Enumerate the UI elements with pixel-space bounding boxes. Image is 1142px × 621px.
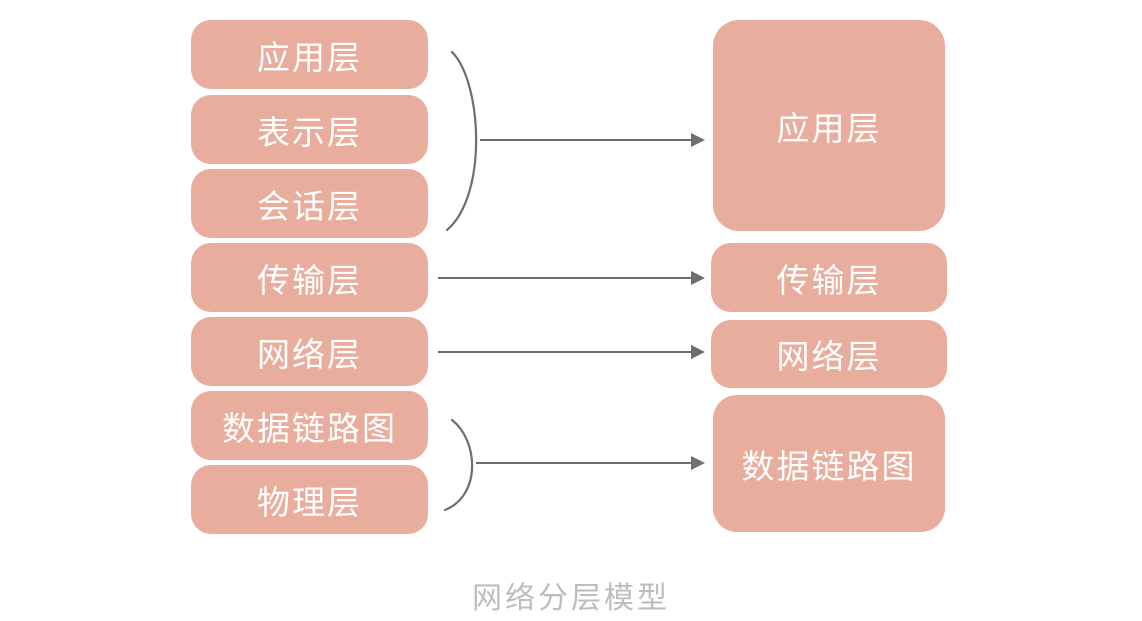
left-layer-session: 会话层 <box>191 169 428 238</box>
left-layer-application: 应用层 <box>191 20 428 89</box>
brace-bottom-two <box>443 418 474 512</box>
brace-top-three <box>445 50 478 232</box>
right-layer-network: 网络层 <box>711 320 947 388</box>
right-layer-label: 传输层 <box>776 260 882 300</box>
right-layer-application: 应用层 <box>713 20 945 231</box>
left-layer-label: 物理层 <box>257 482 362 522</box>
left-layer-label: 数据链路图 <box>222 408 397 448</box>
left-layer-transport: 传输层 <box>191 243 428 312</box>
left-layer-presentation: 表示层 <box>191 95 428 164</box>
left-layer-label: 表示层 <box>257 112 362 152</box>
left-layer-label: 传输层 <box>257 260 362 300</box>
right-layer-label: 应用层 <box>776 108 882 148</box>
left-layer-datalink: 数据链路图 <box>191 391 428 460</box>
left-layer-label: 会话层 <box>257 186 362 226</box>
right-layer-label: 数据链路图 <box>741 446 917 486</box>
right-layer-label: 网络层 <box>776 337 882 376</box>
right-layer-datalink: 数据链路图 <box>713 395 945 532</box>
diagram-caption: 网络分层模型 <box>472 581 670 616</box>
left-layer-label: 应用层 <box>257 37 362 77</box>
left-layer-physical: 物理层 <box>191 465 428 534</box>
left-layer-label: 网络层 <box>257 334 362 374</box>
right-layer-transport: 传输层 <box>711 243 947 312</box>
left-layer-network: 网络层 <box>191 317 428 386</box>
